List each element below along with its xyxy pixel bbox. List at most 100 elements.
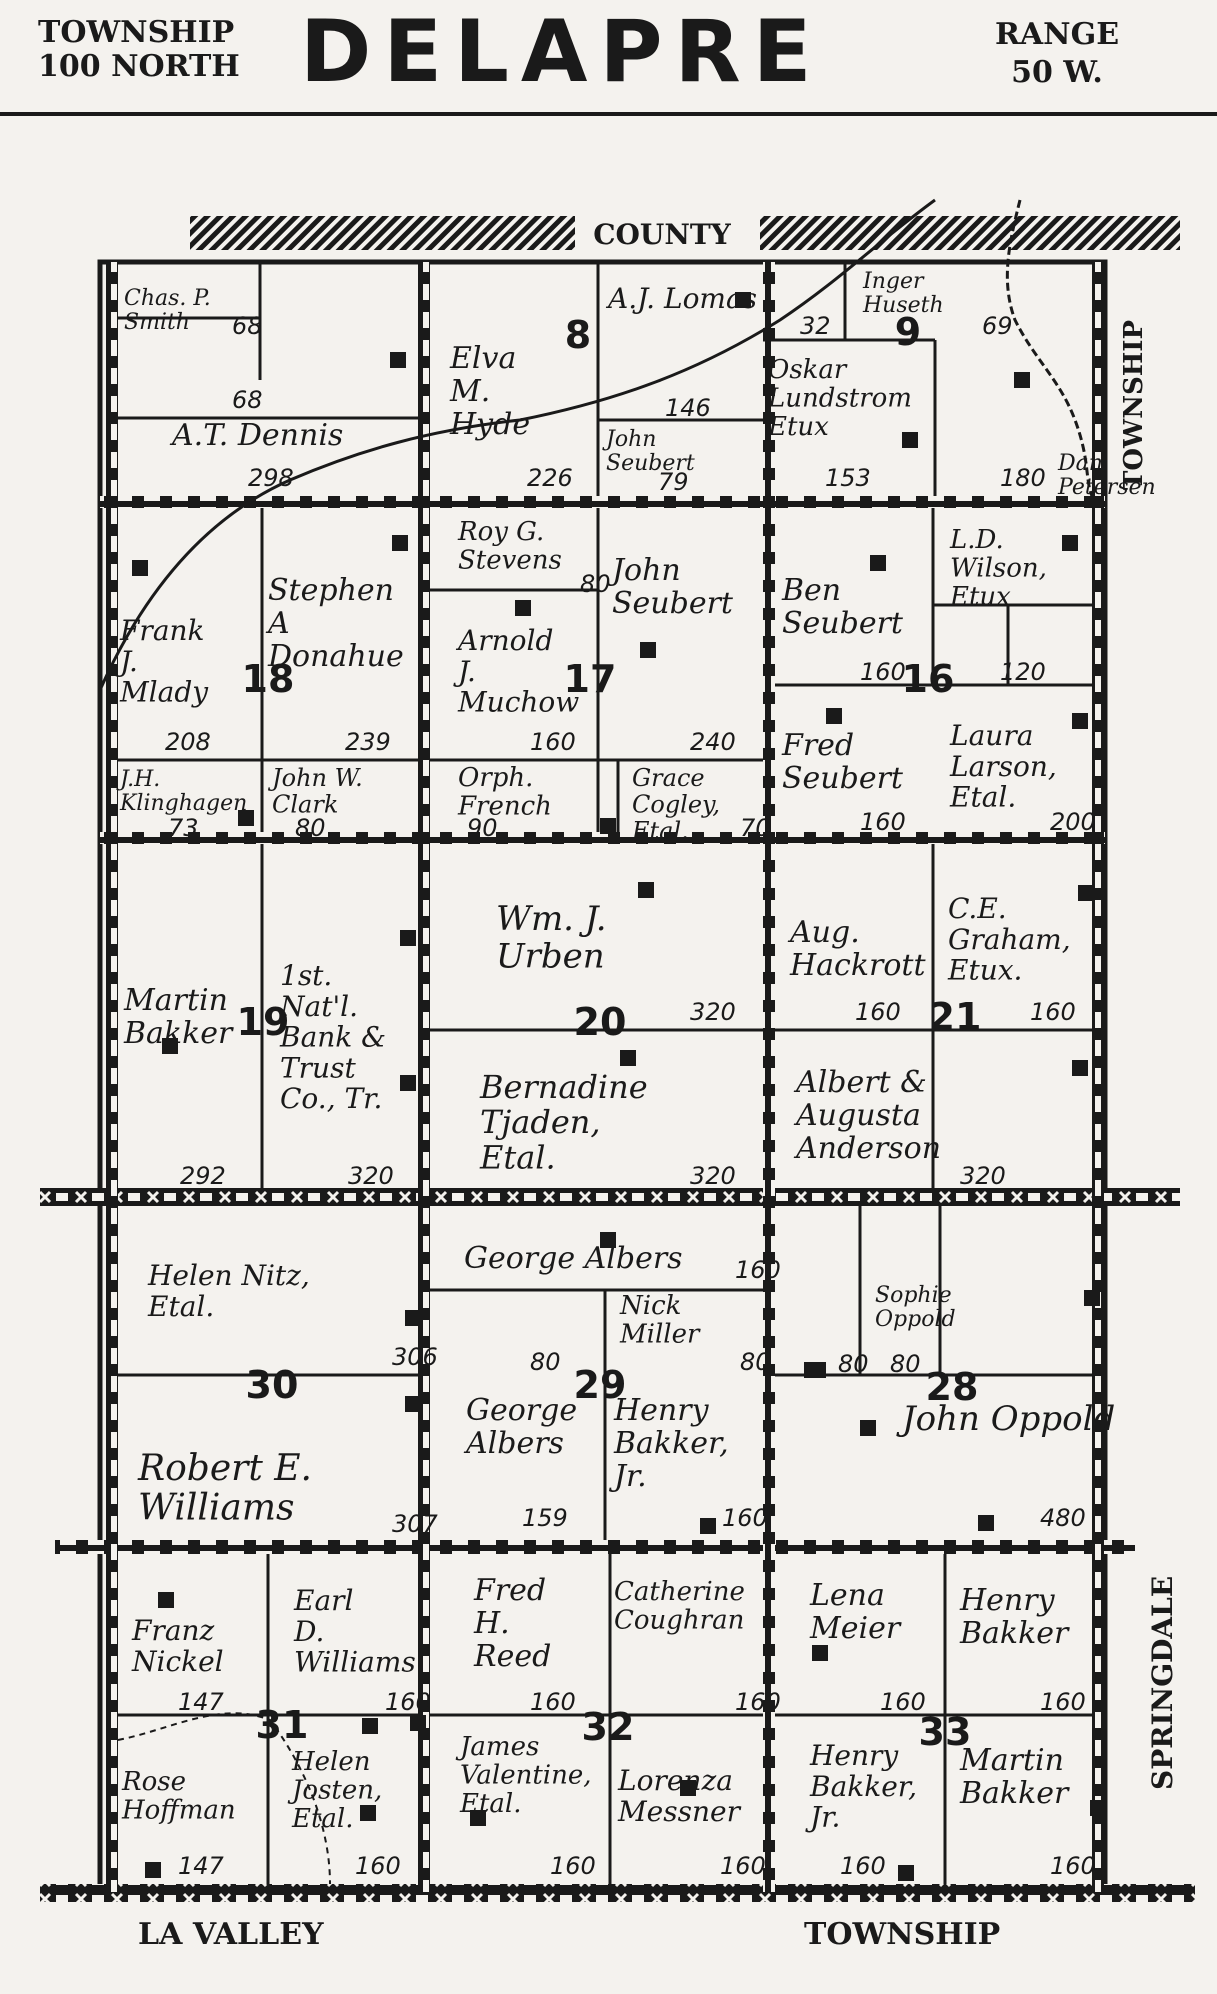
township-line2: 100 NORTH — [38, 49, 240, 84]
section-number: 30 — [246, 1363, 299, 1407]
farmstead-marker — [870, 555, 886, 571]
parcel-acres: 68 — [232, 312, 263, 340]
farmstead-marker — [1062, 535, 1078, 551]
parcel: 68 — [232, 386, 263, 414]
parcel-owner: Orph.French — [457, 763, 552, 822]
section-number: 28 — [926, 1365, 979, 1409]
parcel: A.T. Dennis 298 — [169, 418, 343, 492]
farmstead-marker — [405, 1310, 421, 1326]
road-v-4 — [1092, 262, 1104, 1892]
parcel-acres: 239 — [345, 728, 391, 756]
parcel-acres: 120 — [1000, 658, 1046, 686]
parcel-acres: 160 — [1050, 1852, 1096, 1880]
road-v-1 — [106, 262, 118, 1892]
county-boundary: COUNTY — [190, 216, 1180, 251]
parcel-owner: A.T. Dennis — [169, 418, 343, 453]
parcel-owner: Helen Nitz,Etal. — [147, 1259, 310, 1323]
parcel-acres: 320 — [690, 1162, 736, 1190]
section-number: 20 — [574, 1000, 627, 1044]
parcel-acres: 147 — [178, 1852, 225, 1880]
parcel-acres: 73 — [168, 814, 199, 842]
parcel-acres: 240 — [690, 728, 736, 756]
parcel-acres: 80 — [295, 814, 326, 842]
parcel-acres: 292 — [180, 1162, 226, 1190]
parcel-acres: 160 — [860, 658, 906, 686]
creek-line-sw — [117, 1712, 331, 1885]
parcel-acres: 70 — [740, 814, 771, 842]
creek-line — [1005, 199, 1094, 497]
farmstead-marker — [410, 1715, 426, 1731]
farmstead-marker — [638, 882, 654, 898]
farmstead-markers — [132, 292, 1106, 1881]
farmstead-marker — [145, 1862, 161, 1878]
highway-bottom — [40, 1884, 1195, 1902]
farmstead-marker — [515, 600, 531, 616]
section-number: 29 — [574, 1363, 627, 1407]
road-h-1 — [100, 496, 1105, 508]
springdale-label: SPRINGDALE — [1146, 1576, 1179, 1790]
farmstead-marker — [362, 1718, 378, 1734]
parcel: 32 — [800, 312, 831, 340]
road-h-3 — [55, 1540, 1135, 1554]
parcel-acres: 80 — [580, 570, 611, 598]
parcel-acres: 146 — [665, 394, 711, 422]
parcel-owner: Aug.Hackrott — [787, 915, 926, 983]
parcel-owner: Wm. J.Urben — [496, 899, 607, 976]
parcel-acres: 298 — [248, 464, 294, 492]
farmstead-marker — [1084, 1290, 1100, 1306]
parcel-acres: 160 — [355, 1852, 401, 1880]
farmstead-marker — [735, 292, 751, 308]
township-label: TOWNSHIP 100 NORTH — [38, 16, 240, 84]
township-bottom-label: TOWNSHIP — [804, 1917, 1000, 1952]
parcel-acres: 180 — [1000, 464, 1046, 492]
parcel-owner: J.H.Klinghagen — [116, 767, 247, 816]
road-v-2 — [418, 262, 430, 1892]
farmstead-marker — [470, 1810, 486, 1826]
farmstead-marker — [400, 930, 416, 946]
farmstead-marker — [1072, 713, 1088, 729]
parcel-acres: 160 — [855, 998, 901, 1026]
parcel-acres: 80 — [890, 1350, 921, 1378]
parcel-acres: 160 — [840, 1852, 886, 1880]
range-line2: 50 W. — [1011, 55, 1103, 90]
parcel-acres: 306 — [392, 1343, 438, 1371]
parcel-acres: 320 — [960, 1162, 1006, 1190]
section-number: 9 — [895, 310, 921, 354]
farmstead-marker — [162, 1038, 178, 1054]
section-number: 16 — [902, 657, 955, 701]
